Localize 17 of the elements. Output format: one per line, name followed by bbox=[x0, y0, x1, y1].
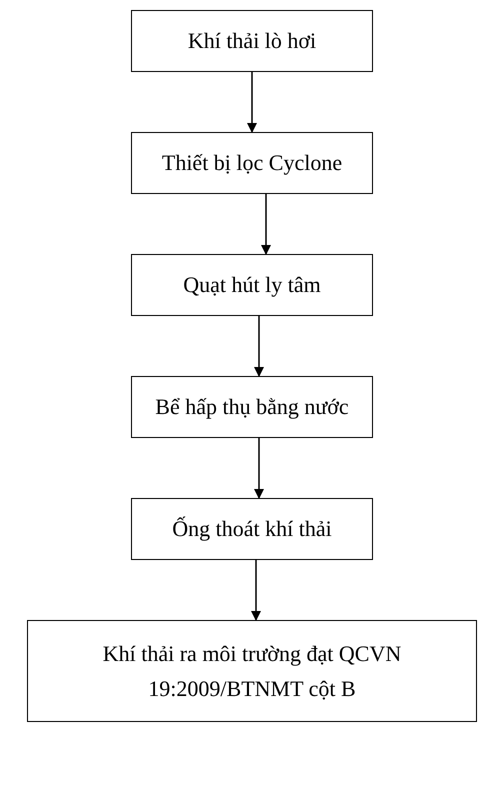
process-box bbox=[131, 10, 373, 72]
process-box bbox=[27, 620, 477, 722]
arrow bbox=[251, 560, 261, 621]
process-box bbox=[131, 498, 373, 560]
process-box bbox=[131, 376, 373, 438]
arrow bbox=[254, 316, 264, 377]
arrow bbox=[247, 72, 257, 133]
box-label: Khí thải ra môi trường đạt QCVN 19:2009/BTNMT cột B bbox=[102, 640, 402, 703]
box-label: Quạt hút ly tâm bbox=[183, 271, 321, 300]
arrow bbox=[254, 438, 264, 499]
arrow bbox=[261, 194, 271, 255]
box-label: Khí thải lò hơi bbox=[188, 27, 316, 56]
box-label: Bể hấp thụ bằng nước bbox=[155, 393, 349, 422]
box-label: Ống thoát khí thải bbox=[172, 515, 332, 544]
process-box bbox=[131, 254, 373, 316]
process-box bbox=[131, 132, 373, 194]
box-label: Thiết bị lọc Cyclone bbox=[162, 149, 342, 178]
